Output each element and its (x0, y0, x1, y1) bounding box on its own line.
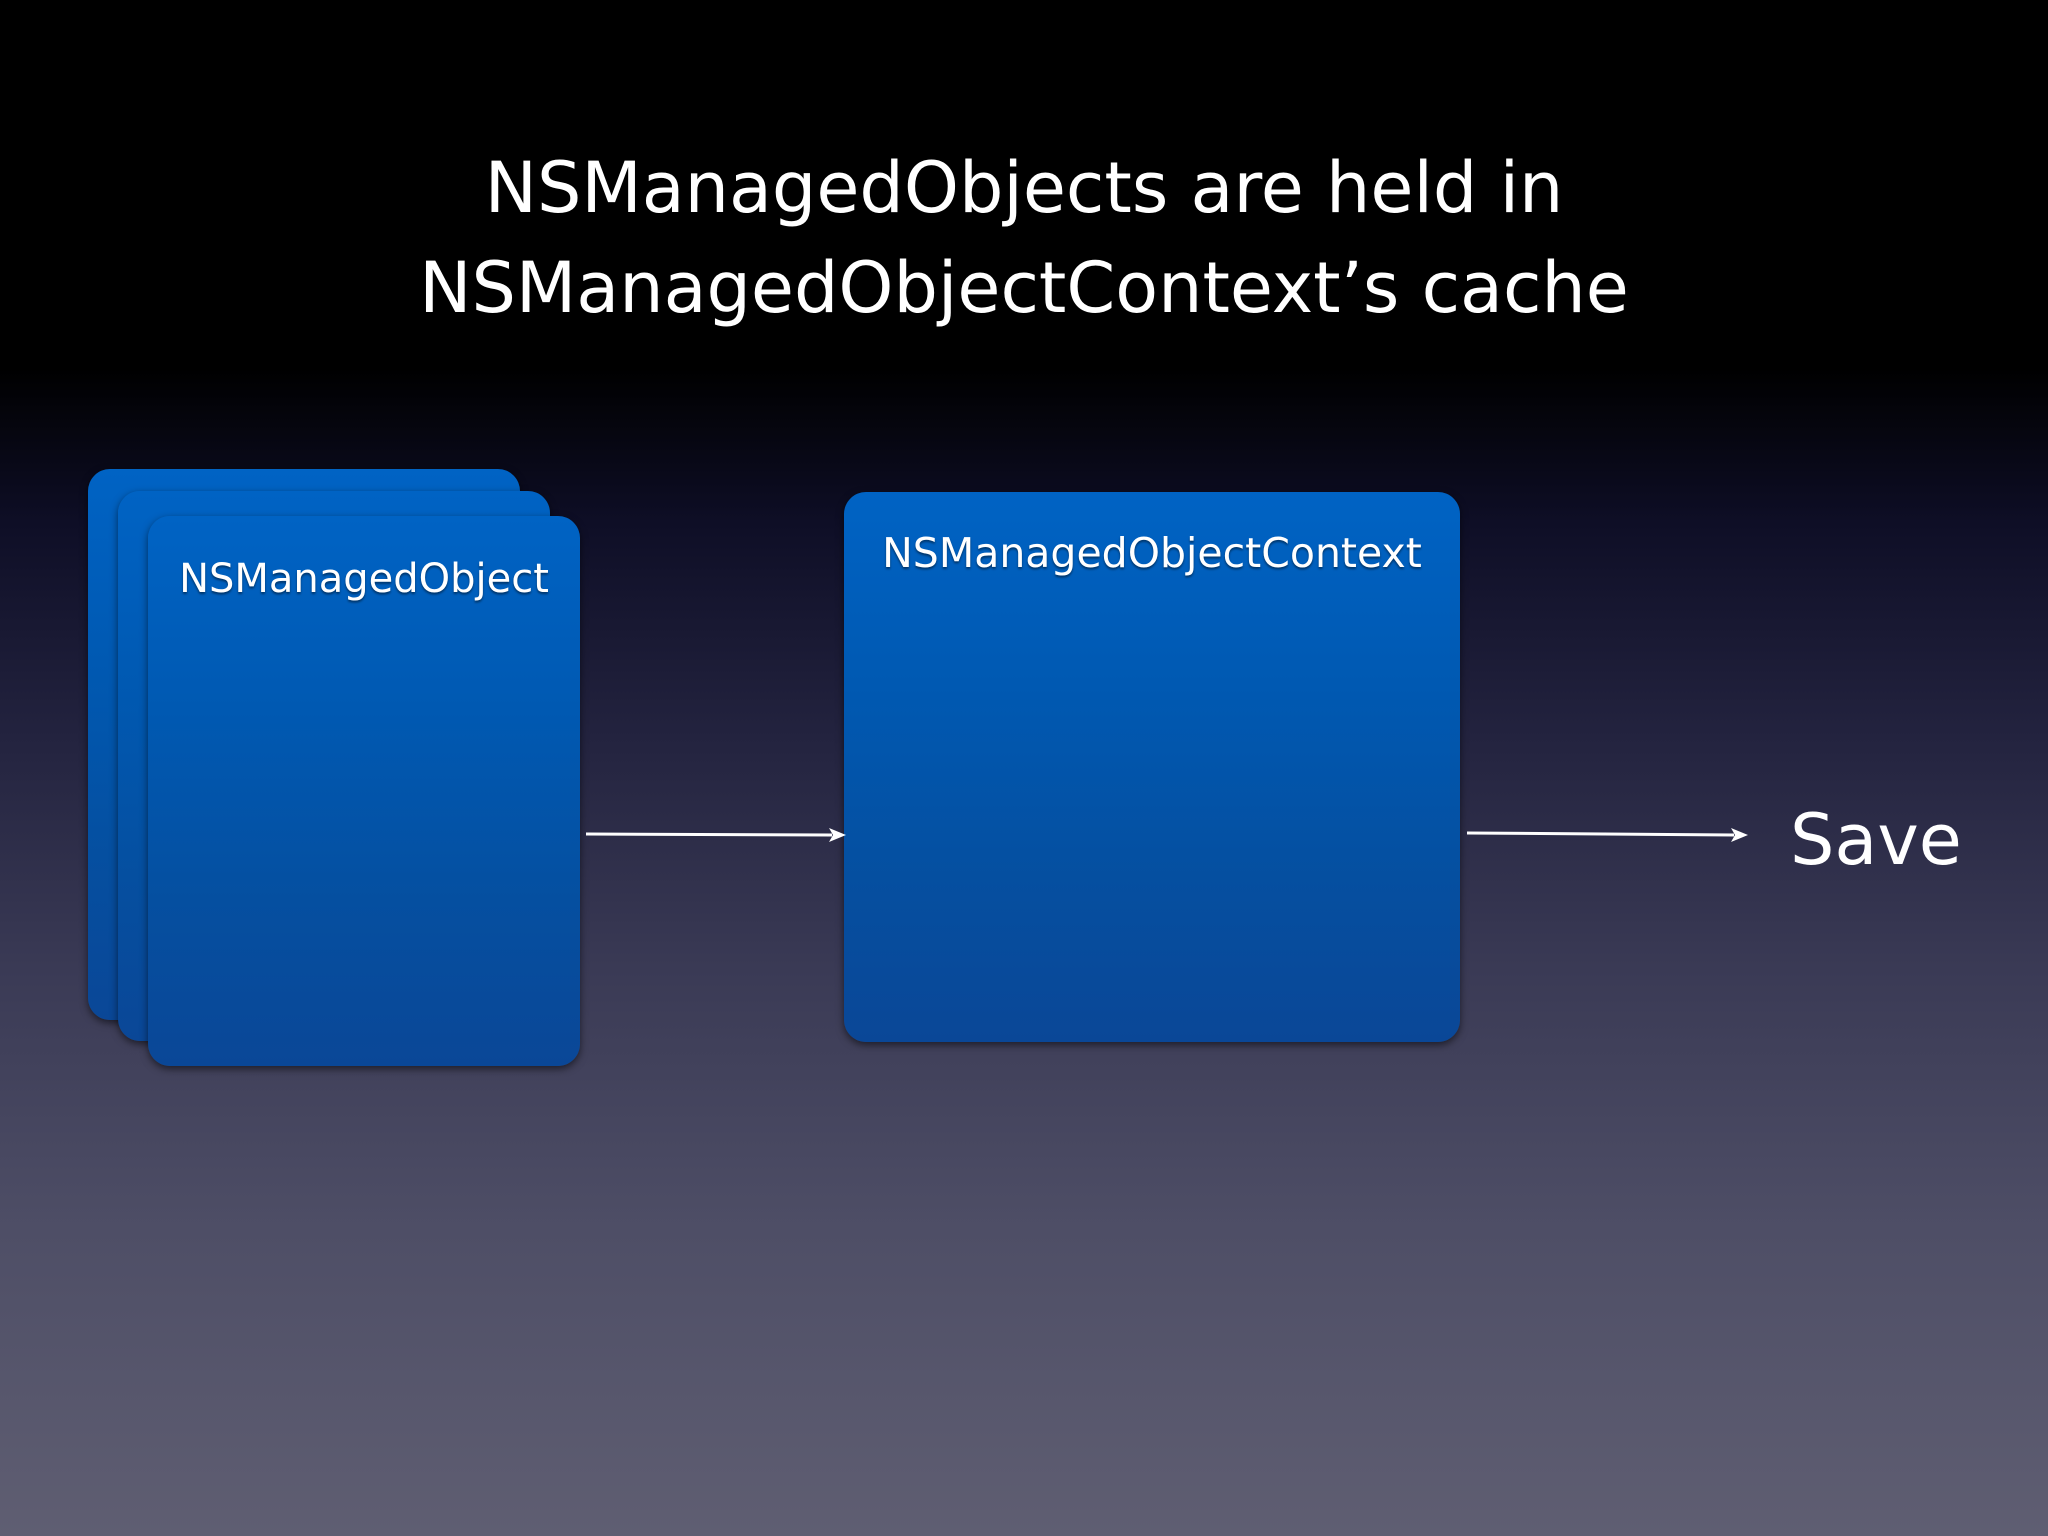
objects-to-context-arrowhead (829, 828, 846, 842)
managed-object-context-label: NSManagedObjectContext (882, 529, 1422, 577)
objects-to-context-arrow (585, 828, 846, 842)
slide-title-line-2: NSManagedObjectContext’s cache (419, 247, 1629, 329)
context-to-save-arrow (1466, 828, 1748, 842)
context-to-save-arrowhead (1731, 828, 1748, 842)
save-label: Save (1790, 799, 1962, 881)
objects-to-context-arrow-line (585, 832, 833, 837)
slide-title: NSManagedObjects are held in NSManagedOb… (224, 138, 1824, 338)
context-to-save-arrow-line (1466, 831, 1735, 837)
managed-object-context-box: NSManagedObjectContext (844, 492, 1460, 1042)
managed-object-card: NSManagedObject (148, 516, 580, 1066)
slide-title-line-1: NSManagedObjects are held in (484, 147, 1564, 229)
managed-object-label: NSManagedObject (179, 556, 549, 602)
